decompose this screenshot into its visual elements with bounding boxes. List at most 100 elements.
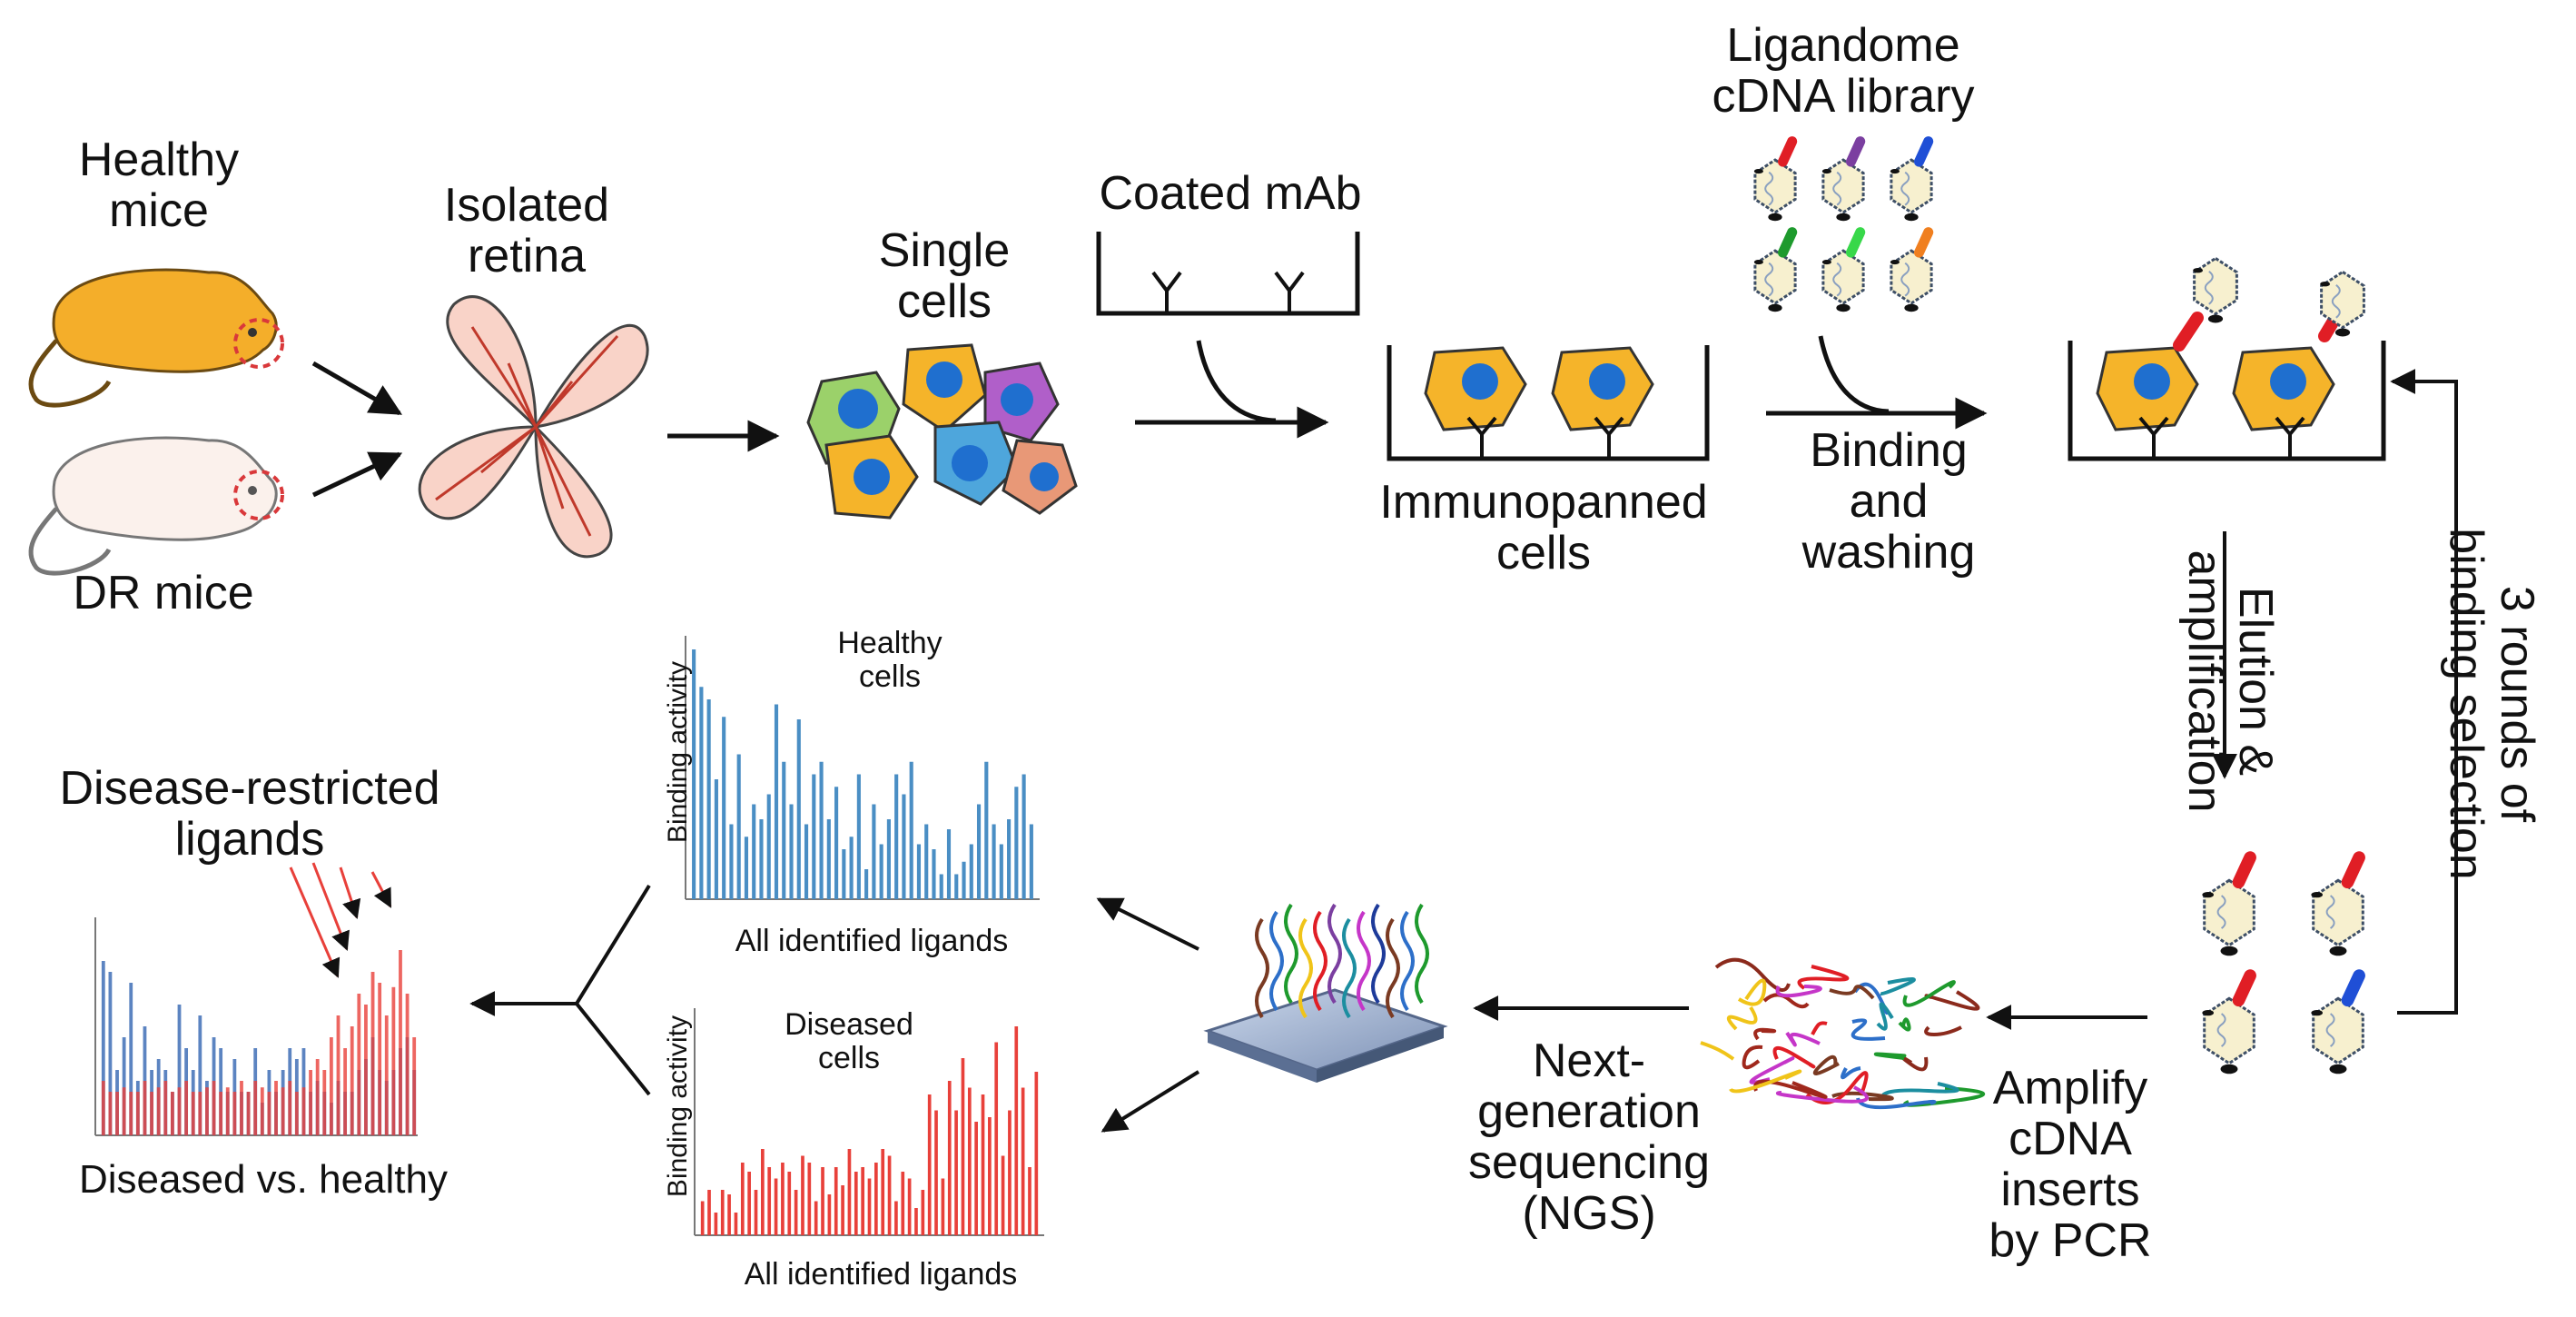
chart-bar [861, 1167, 864, 1235]
immunopanned-dish [1387, 345, 1710, 461]
chart-bar [969, 844, 973, 899]
chart-bar [370, 972, 375, 1135]
chart-bar [412, 1037, 417, 1135]
chart-bar [946, 829, 952, 899]
chart-bar [954, 1110, 958, 1235]
chart-bar [847, 1149, 852, 1235]
chart-bar [706, 699, 711, 899]
chart-bar [834, 787, 839, 899]
diseased-yaxis-label: Binding activity [663, 1015, 693, 1198]
chart-bar [962, 861, 966, 899]
chart-bar [967, 1087, 972, 1235]
chart-bar [315, 1059, 320, 1135]
healthy-yaxis-label: Binding activity [663, 660, 693, 844]
coated-mab-dish [1096, 232, 1360, 316]
retina-icon [418, 295, 649, 559]
chart-bar [927, 1094, 932, 1235]
chart-bar [699, 687, 704, 899]
chart-bar [774, 1178, 778, 1235]
chart-bar [842, 849, 846, 899]
chart-bar [219, 1092, 223, 1135]
diseased-binding-chart [694, 1008, 1044, 1236]
chart-bar [736, 754, 741, 899]
arrow-dr-to-retina [311, 451, 403, 498]
chart-bar [150, 1092, 153, 1135]
arrow-ngs-to-healthy [1096, 897, 1199, 951]
chart-bar [143, 1081, 147, 1135]
chart-bar [894, 774, 899, 899]
chart-bar [260, 1087, 264, 1135]
coated-mab-label: Coated mAb [1099, 167, 1362, 220]
chart-bar [954, 874, 959, 899]
chart-bar [782, 761, 786, 899]
chart-bar [734, 1213, 738, 1235]
chart-bar [720, 1190, 725, 1235]
chart-bar [115, 1092, 119, 1135]
chart-bar [322, 1070, 327, 1135]
chart-bar [789, 804, 794, 899]
chart-bar [329, 1037, 333, 1135]
chart-bar [1014, 1026, 1019, 1235]
bound-phage-dish [2068, 307, 2386, 461]
arrow-rounds-loop [2390, 369, 2458, 1015]
chart-bar [399, 950, 402, 1135]
chart-bar [807, 1163, 812, 1235]
chart-bar [814, 1201, 818, 1235]
chart-bar [999, 844, 1003, 899]
chart-bar [976, 804, 982, 899]
chart-bar [827, 1194, 832, 1235]
chart-bar [253, 1081, 258, 1135]
chart-bar [994, 1042, 999, 1235]
chart-bar [801, 1155, 804, 1235]
chart-bar [752, 804, 756, 899]
chart-bar [135, 1092, 140, 1135]
chart-bar [988, 1117, 992, 1235]
chart-bar [1022, 774, 1026, 899]
chart-bar [309, 1070, 312, 1135]
chart-bar [350, 1026, 354, 1135]
chart-bar [894, 1201, 898, 1235]
chart-bar [867, 1178, 872, 1235]
healthy-binding-chart [685, 636, 1040, 900]
chart-bar [879, 844, 883, 899]
diseased-vs-healthy-chart [94, 917, 418, 1136]
dr-mouse-icon [28, 436, 284, 576]
chart-bar [947, 1081, 952, 1235]
cdna-inserts-icon [1700, 957, 1986, 1110]
chart-bar [854, 1172, 858, 1235]
chart-bar [864, 869, 869, 899]
chart-bar [812, 774, 816, 899]
chart-bar [1021, 1087, 1025, 1235]
chart-bar [156, 1087, 161, 1135]
arrow-ngs-to-diseased [1100, 1070, 1200, 1133]
chart-bar [796, 719, 801, 899]
chart-bar [108, 972, 113, 1135]
chart-bar [205, 1087, 209, 1135]
chart-bar [232, 1092, 237, 1135]
chart-bar [874, 1163, 878, 1235]
chart-bar [934, 1110, 938, 1235]
chart-bar [294, 1092, 299, 1135]
chart-bar [1001, 1155, 1005, 1235]
eluted-phages-icon [2202, 851, 2365, 1074]
chart-bar [722, 717, 726, 899]
chart-bar [907, 1178, 912, 1235]
chart-bar [981, 1094, 985, 1235]
elution-label: Elution &amplification [2177, 550, 2282, 813]
chart-bar [288, 1081, 292, 1135]
chart-bar [740, 1163, 745, 1235]
chart-bar [170, 1092, 174, 1135]
chart-bar [240, 1081, 243, 1135]
arrow-healthy-to-retina [311, 361, 403, 416]
chart-bar [766, 794, 771, 899]
chart-bar [405, 994, 410, 1135]
chart-bar [727, 1194, 731, 1235]
chart-bar [961, 1058, 965, 1235]
chart-bar [101, 961, 105, 1135]
chart-bar [747, 1172, 751, 1235]
